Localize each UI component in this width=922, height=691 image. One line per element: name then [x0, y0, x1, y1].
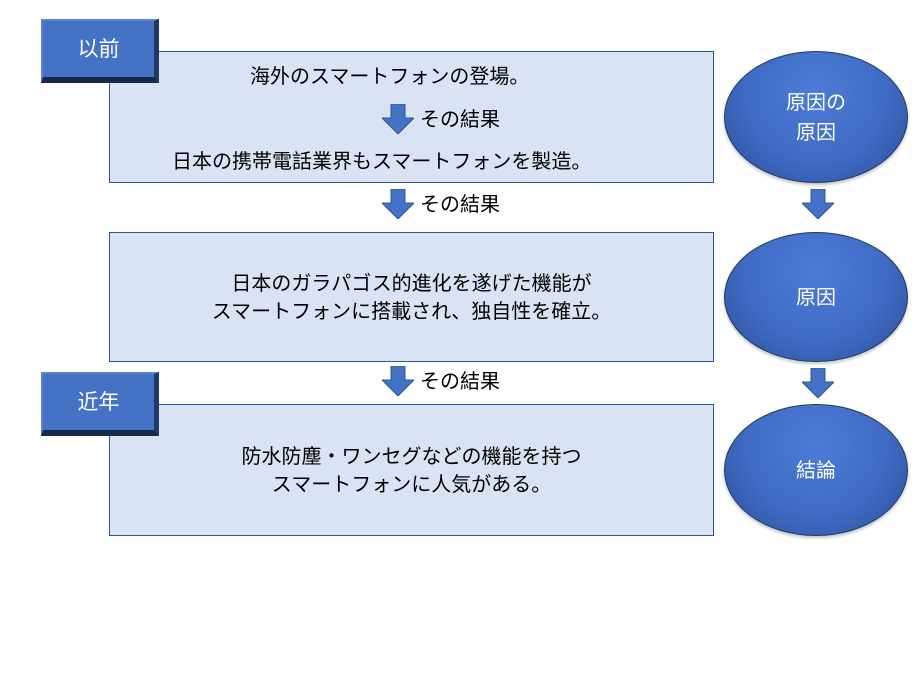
down-arrow-icon [382, 366, 414, 396]
down-arrow-icon [382, 189, 414, 219]
down-arrow-icon [382, 104, 414, 134]
box1-arrow-label: その結果 [420, 107, 500, 131]
box3-line1: 防水防塵・ワンセグなどの機能を持つ [241, 444, 582, 468]
ellipse-root-cause: 原因の 原因 [724, 51, 908, 183]
ellipse-cause: 原因 [724, 232, 908, 362]
down-arrow-icon [802, 189, 834, 219]
label-before: 以前 [41, 19, 159, 83]
ellipse-root-cause-line1: 原因の [786, 90, 846, 114]
box-galapagos-features [109, 232, 714, 362]
down-arrow-icon [802, 368, 834, 398]
ellipse-cause-label: 原因 [796, 285, 836, 309]
box1-line2: 日本の携帯電話業界もスマートフォンを製造。 [172, 149, 592, 173]
box-popular-smartphones [109, 404, 714, 536]
between1-label: その結果 [420, 192, 500, 216]
box2-line2: スマートフォンに搭載され、独自性を確立。 [211, 299, 612, 323]
ellipse-conclusion-label: 結論 [796, 458, 836, 482]
box3-line2: スマートフォンに人気がある。 [271, 472, 552, 496]
box1-line1: 海外のスマートフォンの登場。 [250, 64, 530, 88]
ellipse-root-cause-line2: 原因 [796, 120, 836, 144]
between2-label: その結果 [420, 369, 500, 393]
box2-line1: 日本のガラパゴス的進化を遂げた機能が [231, 271, 592, 295]
ellipse-conclusion: 結論 [724, 404, 908, 536]
label-recent: 近年 [41, 372, 159, 436]
box-overseas-smartphone [109, 51, 714, 183]
